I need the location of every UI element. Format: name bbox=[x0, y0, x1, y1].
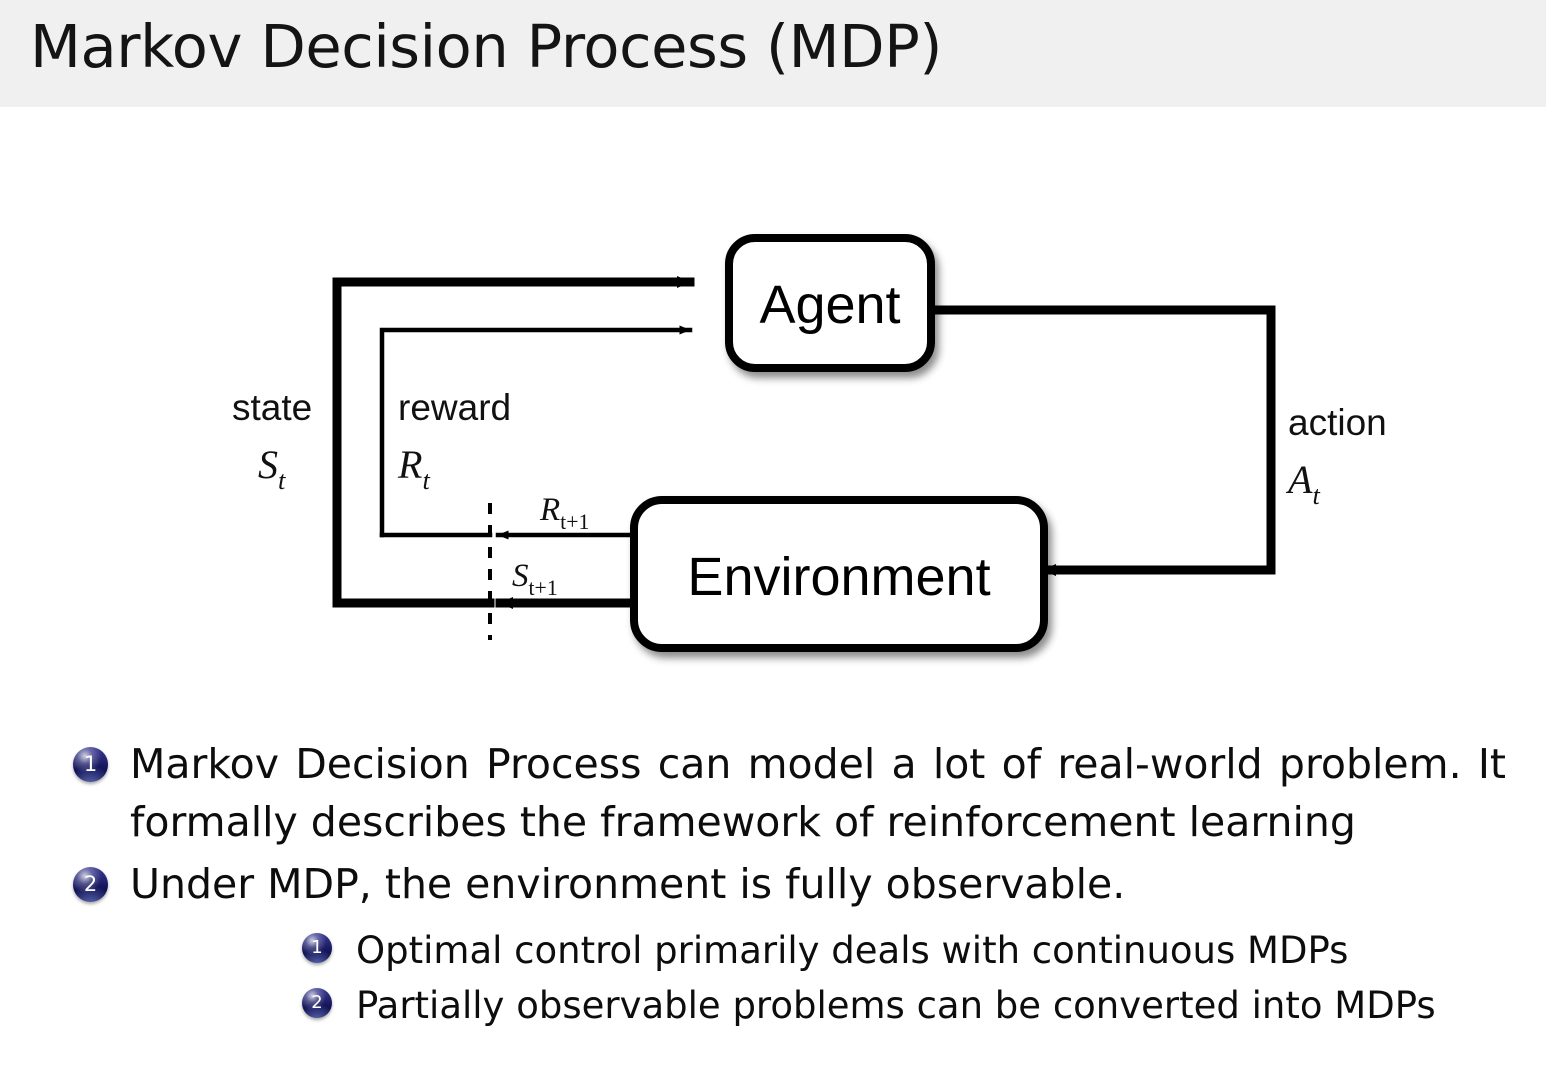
reward-feedback-path bbox=[379, 325, 693, 538]
agent-environment-diagram: Agent Environment state St reward Rt act… bbox=[0, 108, 1546, 728]
reward-next-symbol: Rt+1 bbox=[539, 492, 589, 534]
list-item: 1 Markov Decision Process can model a lo… bbox=[0, 735, 1546, 851]
sub-bullet-list: 1 Optimal control primarily deals with c… bbox=[130, 924, 1506, 1033]
bullet-list: 1 Markov Decision Process can model a lo… bbox=[0, 735, 1546, 1037]
bullet-marker-1: 1 bbox=[73, 747, 108, 782]
reward-symbol: Rt bbox=[397, 442, 430, 495]
agent-node-label: Agent bbox=[759, 275, 900, 335]
action-symbol: At bbox=[1285, 457, 1320, 510]
action-label: action bbox=[1288, 402, 1387, 443]
bullet-text-1: Markov Decision Process can model a lot … bbox=[130, 740, 1506, 847]
sub-list-item: 1 Optimal control primarily deals with c… bbox=[130, 924, 1506, 978]
sub-bullet-text-1: Optimal control primarily deals with con… bbox=[356, 928, 1349, 972]
state-feedback-path bbox=[332, 276, 695, 608]
sub-bullet-marker-2: 2 bbox=[302, 988, 332, 1019]
title-band bbox=[0, 0, 1546, 107]
sub-list-item: 2 Partially observable problems can be c… bbox=[130, 979, 1506, 1033]
sub-bullet-text-2: Partially observable problems can be con… bbox=[356, 984, 1436, 1028]
environment-node[interactable]: Environment bbox=[630, 496, 1048, 652]
state-next-symbol: St+1 bbox=[512, 558, 558, 600]
sub-bullet-marker-1: 1 bbox=[302, 932, 332, 963]
agent-node[interactable]: Agent bbox=[725, 234, 935, 372]
list-item: 2 Under MDP, the environment is fully ob… bbox=[0, 855, 1546, 1033]
bullet-text-2: Under MDP, the environment is fully obse… bbox=[130, 860, 1126, 909]
bullet-marker-2: 2 bbox=[73, 867, 108, 903]
action-path bbox=[925, 305, 1276, 576]
reward-label: reward bbox=[398, 387, 511, 428]
page-title: Markov Decision Process (MDP) bbox=[30, 12, 943, 81]
environment-node-label: Environment bbox=[687, 547, 990, 607]
state-symbol: St bbox=[258, 442, 286, 495]
state-label: state bbox=[232, 387, 312, 428]
